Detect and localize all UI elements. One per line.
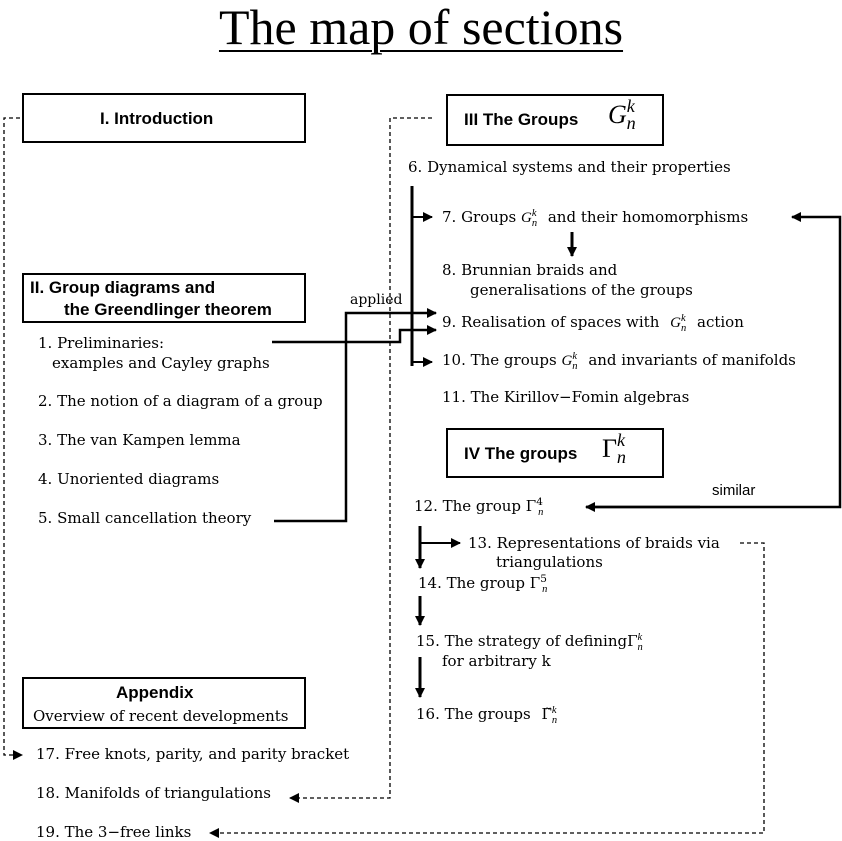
item-15-symbol: Γkn [627,631,643,653]
item-8-line2: generalisations of the groups [470,281,693,299]
intro-box: I. Introduction [22,93,306,143]
item-13-line1: 13. Representations of braids via [468,534,720,552]
dashed-connector-intro-17 [3,117,23,760]
similar-label: similar [712,482,756,499]
item-19: 19. The 3−free links [36,823,192,841]
item-1-line1: 1. Preliminaries: [38,334,165,352]
item-14-symbol: Γ5n [529,572,548,595]
groups-gamma-box: IV The groups Γkn [446,428,664,478]
item-7-symbol: Gkn [521,207,538,229]
applied-label: applied [350,292,403,308]
item-10-symbol: Gkn [561,350,578,372]
item-5: 5. Small cancellation theory [38,509,252,527]
group-diagrams-heading-line1: II. Group diagrams and [30,278,216,297]
appendix-heading: Appendix [116,683,194,702]
item-10: 10. The groups Gkn and invariants of man… [442,350,796,372]
groups-gamma-symbol: Γkn [602,430,627,468]
groups-g-heading: III The Groups [464,110,579,129]
dashed-connector-13-19 [209,542,765,838]
item-18: 18. Manifolds of triangulations [36,784,271,802]
appendix-box: Appendix Overview of recent developments [22,677,306,729]
group-diagrams-heading-line2: the Greendlinger theorem [64,300,272,319]
item-9: 9. Realisation of spaces with Gkn action [442,312,744,334]
page-title-text: The map of sections [218,0,624,55]
groups-g-box: III The Groups Gkn [446,94,664,146]
arrow-5-9 [274,308,437,523]
item-13-line2: triangulations [496,553,603,571]
item-1-line2: examples and Cayley graphs [52,354,270,372]
arrow-12-7 [586,212,842,509]
groups-g-symbol: Gkn [608,96,636,134]
item-16-symbol: Γ̃kn [541,704,558,726]
item-16: 16. The groups Γ̃kn [416,704,558,726]
item-6: 6. Dynamical systems and their propertie… [408,158,731,176]
item-12: 12. The group Γ4n [414,495,544,518]
item-11: 11. The Kirillov−Fomin algebras [442,388,690,406]
item-12-symbol: Γ4n [525,495,544,518]
item-15-line1: 15. The strategy of definingΓkn [416,631,643,653]
item-15-line2: for arbitrary k [442,652,551,670]
item-8-line1: 8. Brunnian braids and [442,261,618,279]
item-17: 17. Free knots, parity, and parity brack… [36,745,350,763]
item-4: 4. Unoriented diagrams [38,470,220,488]
page-title: The map of sections [0,0,842,56]
appendix-subtitle: Overview of recent developments [33,707,289,725]
item-3: 3. The van Kampen lemma [38,431,241,449]
intro-heading: I. Introduction [100,109,214,128]
dashed-connector-groups-18 [289,117,432,803]
item-2: 2. The notion of a diagram of a group [38,392,323,410]
item-9-symbol: Gkn [670,312,687,334]
item-14: 14. The group Γ5n [418,572,548,595]
arrow-1-9 [272,325,437,344]
item-7: 7. Groups Gkn and their homomorphisms [442,207,749,229]
group-diagrams-box: II. Group diagrams and the Greendlinger … [22,273,306,323]
groups-gamma-heading: IV The groups [464,444,578,463]
